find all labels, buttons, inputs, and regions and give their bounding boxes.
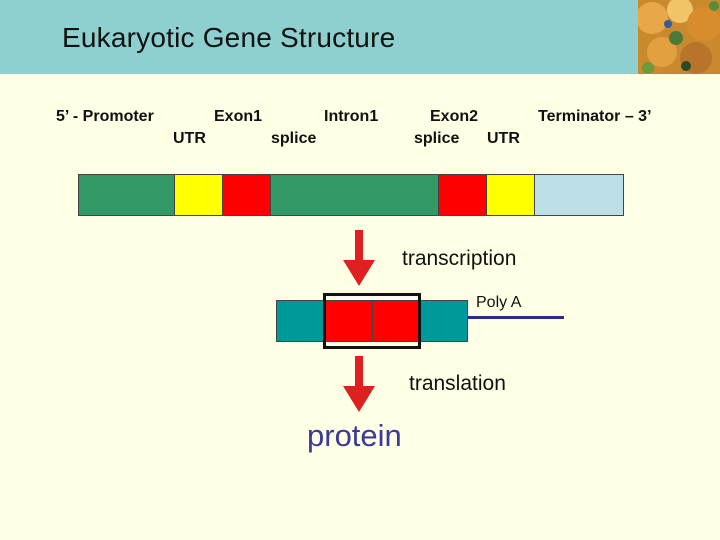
mrna-exon2-segment	[373, 301, 421, 341]
label-exon1: Exon1	[214, 108, 263, 125]
protein-label: protein	[307, 418, 402, 453]
poly-a-tail	[468, 316, 564, 319]
utr-3-segment	[487, 175, 535, 215]
page-title: Eukaryotic Gene Structure	[62, 22, 396, 53]
label-exon2: Exon2	[430, 108, 479, 125]
label-promoter: 5’ - Promoter	[56, 108, 154, 125]
promoter-segment	[79, 175, 175, 215]
poly-a-label: Poly A	[476, 294, 522, 311]
exon1-segment	[223, 175, 271, 215]
mrna-exon1-segment	[325, 301, 373, 341]
exon2-segment	[439, 175, 487, 215]
intron1-segment	[271, 175, 439, 215]
gene-bar	[78, 174, 624, 216]
corner-image	[638, 0, 720, 74]
header-bar: Eukaryotic Gene Structure	[0, 0, 720, 74]
label-splice-right: splice	[414, 130, 460, 147]
label-intron1: Intron1	[324, 108, 379, 125]
terminator-segment	[535, 175, 623, 215]
label-utr-left: UTR	[173, 130, 206, 147]
translation-label: translation	[409, 372, 506, 395]
mrna-5-utr-segment	[277, 301, 325, 341]
coding-region-box	[323, 293, 421, 349]
mrna-bar	[276, 300, 468, 342]
label-utr-right: UTR	[487, 130, 520, 147]
label-splice-left: splice	[271, 130, 317, 147]
mrna-3-utr-segment	[421, 301, 467, 341]
translation-arrow-icon	[343, 356, 375, 412]
transcription-label: transcription	[402, 247, 517, 270]
utr-5-segment	[175, 175, 223, 215]
label-terminator: Terminator – 3’	[538, 108, 652, 125]
transcription-arrow-icon	[343, 230, 375, 286]
